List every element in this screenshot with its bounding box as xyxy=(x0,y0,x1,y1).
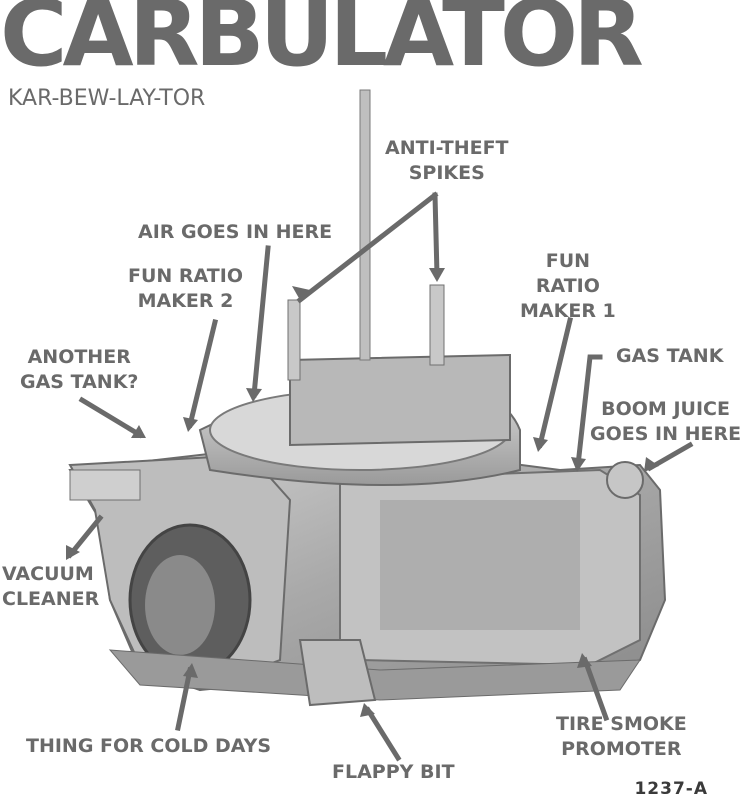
label-another-gas-tank: ANOTHER GAS TANK? xyxy=(20,346,139,393)
label-fun-ratio-maker-2: FUN RATIO MAKER 2 xyxy=(128,265,243,312)
label-gas-tank: GAS TANK xyxy=(616,345,724,367)
label-boom-juice-goes-in-here: BOOM JUICE GOES IN HERE xyxy=(590,398,742,445)
label-air-goes-in-here: AIR GOES IN HERE xyxy=(138,221,333,243)
catalog-number: 1237-A xyxy=(634,779,708,799)
label-anti-theft-spikes: ANTI-THEFT SPIKES xyxy=(385,137,509,184)
carburetor-body xyxy=(68,89,667,707)
label-flappy-bit: FLAPPY BIT xyxy=(332,761,455,783)
leader-arrowheads xyxy=(66,268,659,717)
diagram-title: CARBULATOR xyxy=(0,0,644,87)
label-fun-ratio-maker-1: FUN RATIO MAKER 1 xyxy=(520,250,616,322)
leader-lines xyxy=(66,191,694,762)
label-vacuum-cleaner: VACUUM CLEANER xyxy=(2,563,100,610)
label-tire-smoke-promoter: TIRE SMOKE PROMOTER xyxy=(556,713,687,760)
pronunciation: KAR-BEW-LAY-TOR xyxy=(8,86,206,111)
label-thing-for-cold-days: THING FOR COLD DAYS xyxy=(26,735,272,757)
